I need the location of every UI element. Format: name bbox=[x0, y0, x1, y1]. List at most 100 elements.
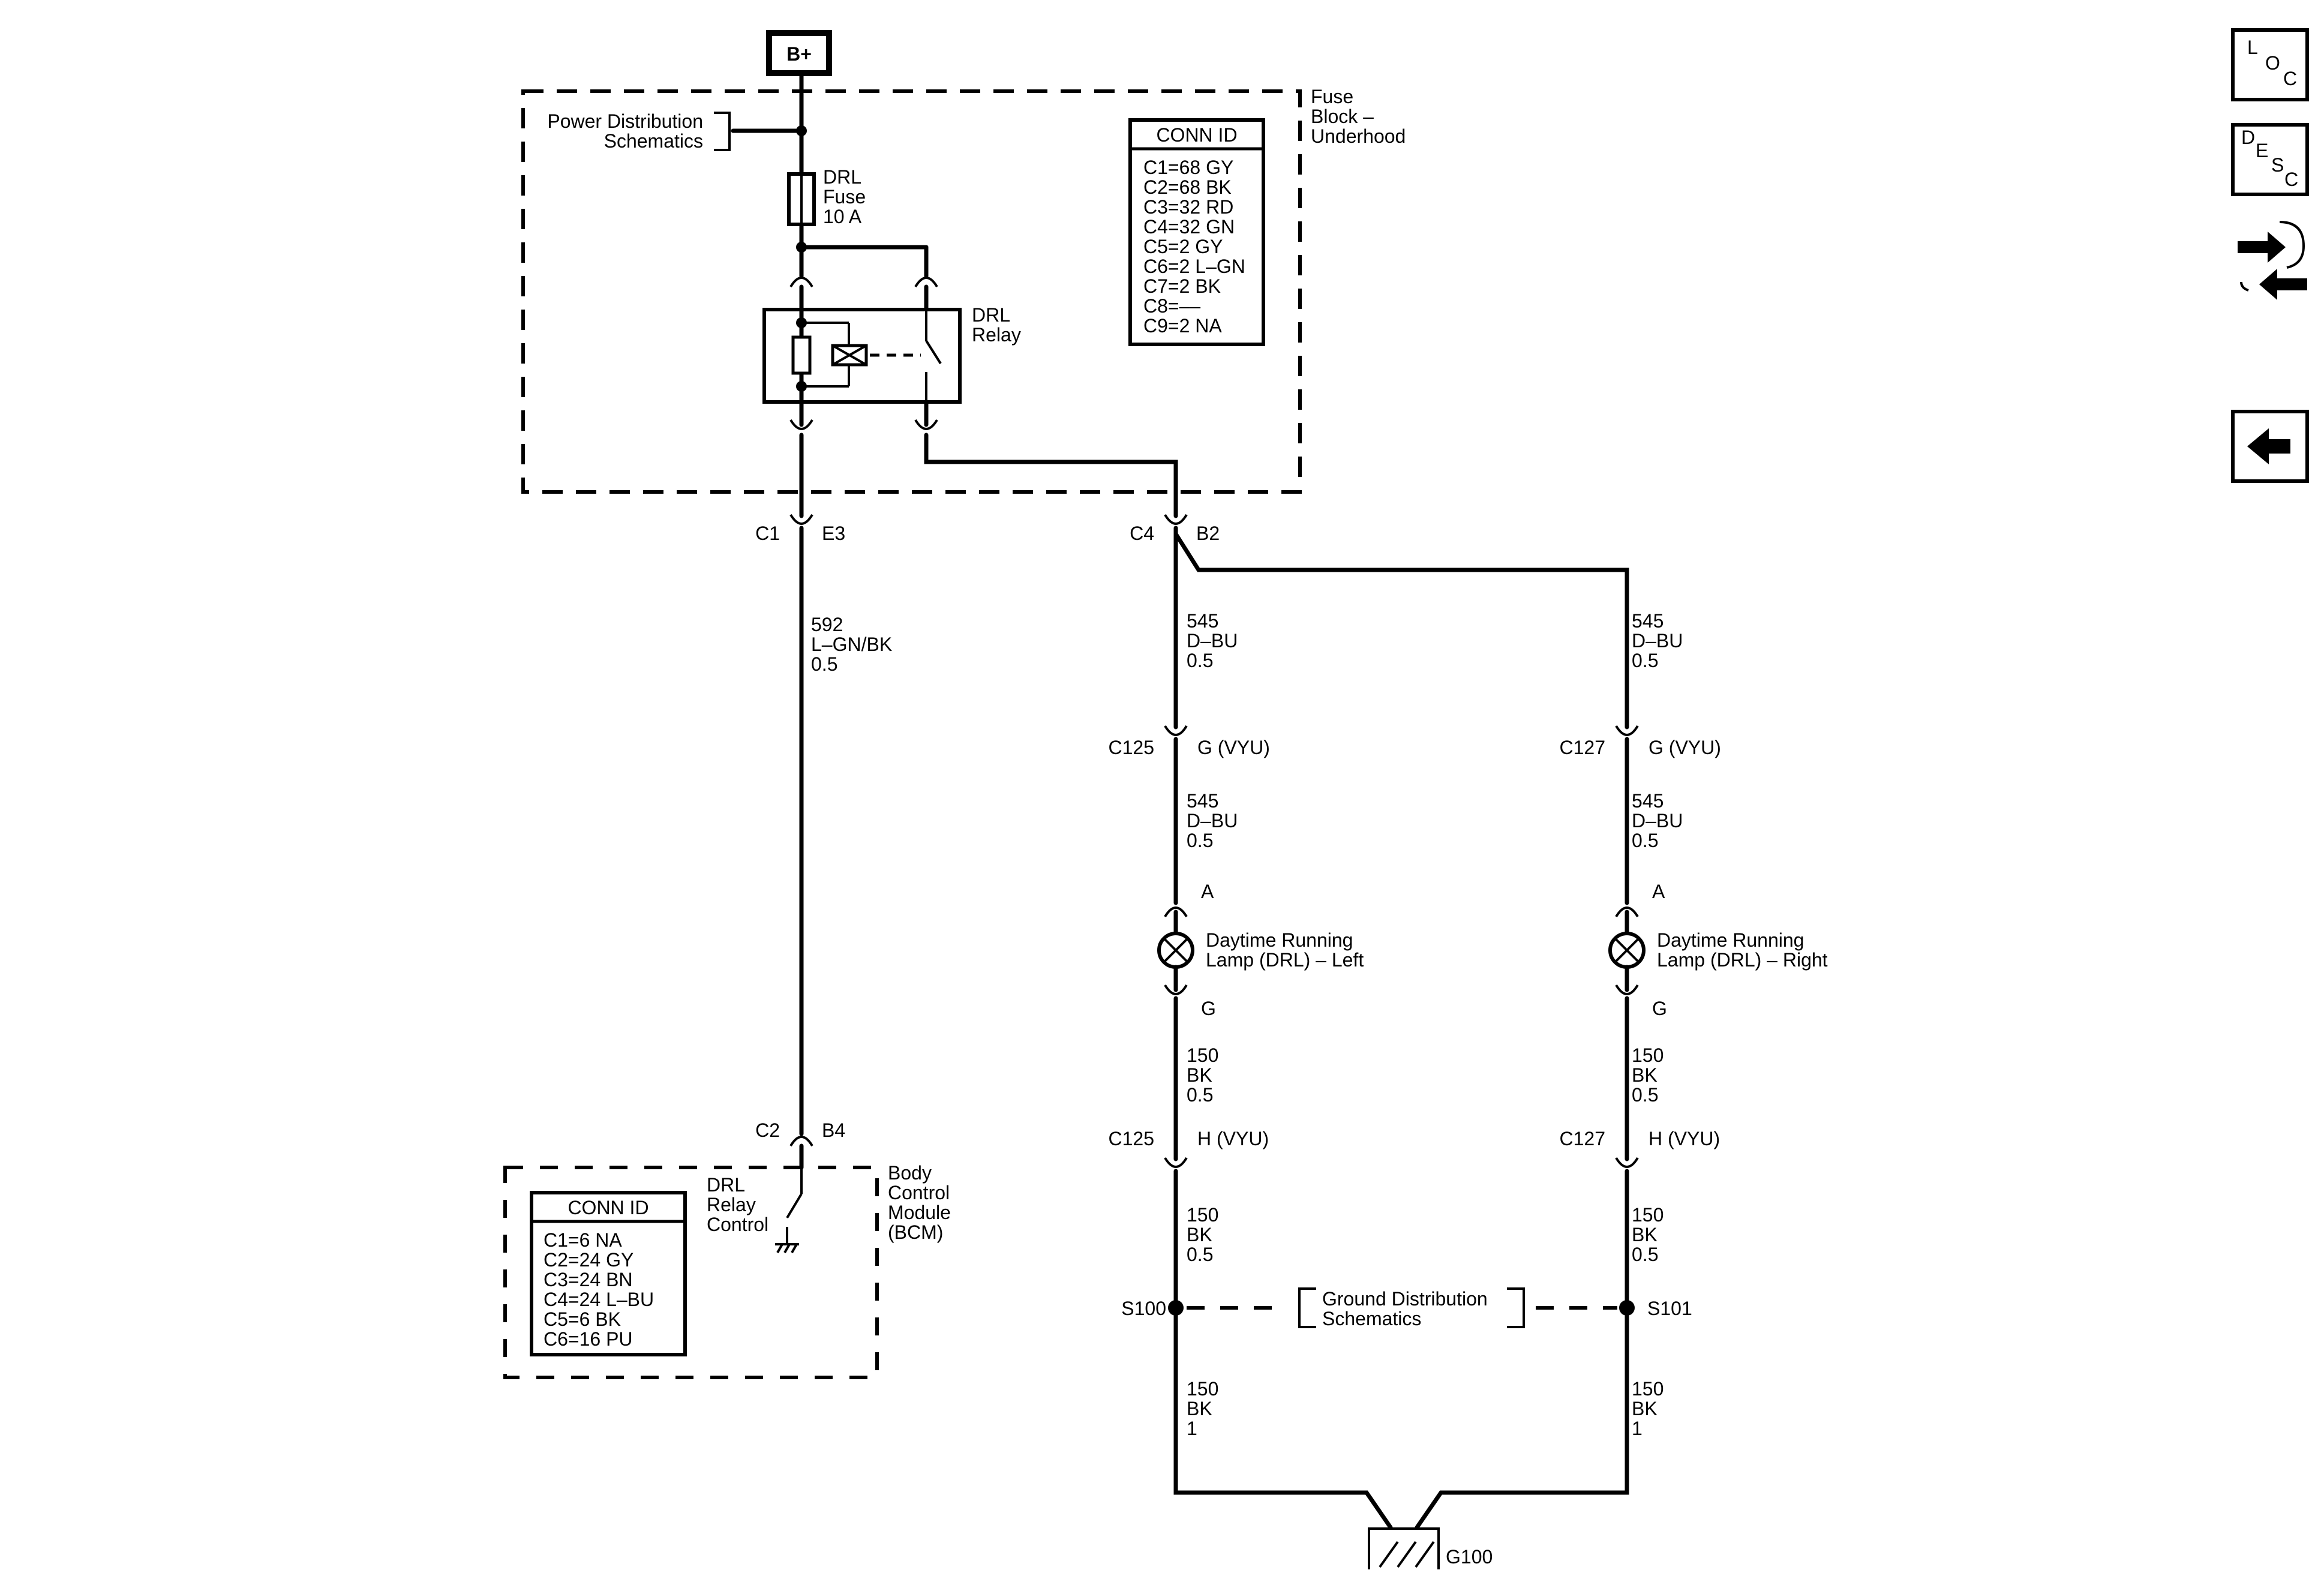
svg-text:0.5: 0.5 bbox=[1187, 650, 1213, 671]
fuse-block-title: Fuse Block – Underhood bbox=[1311, 86, 1406, 147]
connector-c127-top: C127 G (VYU) bbox=[1560, 706, 1721, 758]
svg-text:150: 150 bbox=[1187, 1378, 1218, 1400]
svg-text:C: C bbox=[2283, 68, 2297, 89]
svg-text:545: 545 bbox=[1187, 790, 1218, 812]
svg-text:C6=16 PU: C6=16 PU bbox=[544, 1328, 633, 1350]
svg-text:150: 150 bbox=[1632, 1204, 1664, 1226]
svg-text:C125: C125 bbox=[1109, 737, 1155, 758]
svg-text:D–BU: D–BU bbox=[1187, 630, 1238, 652]
svg-text:C127: C127 bbox=[1560, 737, 1606, 758]
fuse-block-conn-id-table: CONN ID C1=68 GY C2=68 BK C3=32 RD C4=32… bbox=[1128, 118, 1265, 346]
connector-c125-top: C125 G (VYU) bbox=[1109, 706, 1270, 758]
svg-text:Fuse: Fuse bbox=[1311, 86, 1353, 107]
svg-text:Relay: Relay bbox=[707, 1194, 756, 1215]
svg-text:C125: C125 bbox=[1109, 1128, 1155, 1149]
svg-text:Lamp (DRL) – Left: Lamp (DRL) – Left bbox=[1206, 949, 1364, 971]
bcm-outline bbox=[503, 1166, 879, 1379]
svg-text:150: 150 bbox=[1187, 1204, 1218, 1226]
svg-text:A: A bbox=[1652, 881, 1665, 902]
svg-text:C4: C4 bbox=[1130, 523, 1154, 544]
svg-text:E3: E3 bbox=[822, 523, 845, 544]
svg-text:545: 545 bbox=[1632, 610, 1664, 632]
svg-text:0.5: 0.5 bbox=[1187, 830, 1213, 851]
svg-text:C5=2 GY: C5=2 GY bbox=[1143, 236, 1223, 257]
wire-545-left-2-label: 545 D–BU 0.5 bbox=[1187, 790, 1238, 851]
svg-text:1: 1 bbox=[1632, 1418, 1643, 1439]
svg-text:150: 150 bbox=[1187, 1044, 1218, 1066]
svg-text:BK: BK bbox=[1632, 1224, 1658, 1245]
svg-text:545: 545 bbox=[1632, 790, 1664, 812]
svg-text:BK: BK bbox=[1632, 1398, 1658, 1419]
svg-text:Schematics: Schematics bbox=[604, 130, 703, 152]
svg-text:10 A: 10 A bbox=[823, 206, 862, 227]
svg-text:S101: S101 bbox=[1647, 1298, 1692, 1319]
drl-lamp-right: A G Daytime Running Lamp (DRL) – Right bbox=[1608, 881, 1828, 1019]
connector-c4-b2: C4 B2 bbox=[1130, 496, 1220, 544]
splice-s101: S101 bbox=[1619, 1298, 1692, 1319]
wire-150-left-3 bbox=[1173, 1305, 1393, 1530]
battery-label: B+ bbox=[786, 43, 812, 65]
conn-id-header: CONN ID bbox=[1156, 124, 1237, 146]
svg-text:C2: C2 bbox=[755, 1119, 780, 1141]
svg-text:C7=2 BK: C7=2 BK bbox=[1143, 275, 1221, 297]
wire-545-left-1-label: 545 D–BU 0.5 bbox=[1187, 610, 1238, 671]
connector-c1-e3: C1 E3 bbox=[755, 496, 845, 544]
svg-text:C1=68 GY: C1=68 GY bbox=[1143, 157, 1233, 178]
svg-text:BK: BK bbox=[1187, 1224, 1212, 1245]
bcm-title: Body Control Module (BCM) bbox=[888, 1162, 951, 1243]
svg-text:C6=2 L–GN: C6=2 L–GN bbox=[1143, 256, 1245, 277]
svg-text:Daytime Running: Daytime Running bbox=[1206, 929, 1353, 951]
svg-text:C3=24 BN: C3=24 BN bbox=[544, 1269, 633, 1290]
svg-text:C: C bbox=[2284, 169, 2298, 190]
svg-text:C2=68 BK: C2=68 BK bbox=[1143, 176, 1232, 198]
svg-text:C8=––: C8=–– bbox=[1143, 295, 1200, 317]
drl-relay: DRL Relay bbox=[762, 304, 1021, 404]
svg-text:592: 592 bbox=[811, 614, 843, 635]
svg-text:0.5: 0.5 bbox=[1187, 1084, 1213, 1106]
bcm-conn-id-table: CONN ID C1=6 NA C2=24 GY C3=24 BN C4=24 … bbox=[530, 1191, 687, 1356]
svg-text:G (VYU): G (VYU) bbox=[1197, 737, 1270, 758]
ground-distribution-reference: Ground Distribution Schematics bbox=[1298, 1287, 1525, 1329]
svg-text:Control: Control bbox=[707, 1214, 768, 1235]
drl-fuse: DRL Fuse 10 A bbox=[787, 166, 866, 227]
ground-g100: G100 bbox=[1368, 1527, 1493, 1569]
svg-text:S: S bbox=[2271, 154, 2284, 176]
svg-text:C127: C127 bbox=[1560, 1128, 1606, 1149]
svg-text:G (VYU): G (VYU) bbox=[1649, 737, 1721, 758]
svg-text:150: 150 bbox=[1632, 1378, 1664, 1400]
svg-text:S100: S100 bbox=[1121, 1298, 1166, 1319]
svg-text:Power Distribution: Power Distribution bbox=[547, 110, 703, 132]
svg-text:0.5: 0.5 bbox=[1632, 1244, 1658, 1265]
ground-label: G100 bbox=[1446, 1546, 1493, 1568]
svg-text:(BCM): (BCM) bbox=[888, 1221, 943, 1243]
power-distribution-reference: Power Distribution Schematics bbox=[547, 110, 807, 152]
svg-text:H (VYU): H (VYU) bbox=[1649, 1128, 1720, 1149]
fuse-block-outline bbox=[521, 89, 1302, 494]
wire-150-right-1-label: 150 BK 0.5 bbox=[1632, 1044, 1664, 1106]
svg-text:A: A bbox=[1201, 881, 1214, 902]
svg-text:DRL: DRL bbox=[823, 166, 861, 188]
svg-text:BK: BK bbox=[1187, 1398, 1212, 1419]
battery-terminal: B+ bbox=[766, 30, 832, 76]
svg-text:0.5: 0.5 bbox=[811, 653, 837, 675]
connector-c127-bottom: C127 H (VYU) bbox=[1560, 1128, 1720, 1168]
connector-swap-icon[interactable] bbox=[2238, 221, 2307, 300]
svg-text:Lamp (DRL) – Right: Lamp (DRL) – Right bbox=[1657, 949, 1828, 971]
svg-text:D–BU: D–BU bbox=[1632, 630, 1683, 652]
svg-text:B2: B2 bbox=[1196, 523, 1220, 544]
svg-text:BK: BK bbox=[1187, 1064, 1212, 1086]
back-arrow-icon[interactable] bbox=[2231, 410, 2309, 483]
svg-text:G: G bbox=[1201, 998, 1216, 1019]
svg-text:L: L bbox=[2247, 37, 2258, 58]
svg-text:Body: Body bbox=[888, 1162, 932, 1184]
description-button[interactable]: D E S C bbox=[2231, 123, 2309, 196]
svg-text:Block –: Block – bbox=[1311, 106, 1374, 127]
location-button[interactable]: L O C bbox=[2231, 28, 2309, 101]
svg-text:Control: Control bbox=[888, 1182, 950, 1203]
svg-text:Module: Module bbox=[888, 1202, 951, 1223]
wire-545-right-2-label: 545 D–BU 0.5 bbox=[1632, 790, 1683, 851]
svg-text:0.5: 0.5 bbox=[1187, 1244, 1213, 1265]
svg-text:L–GN/BK: L–GN/BK bbox=[811, 634, 892, 655]
svg-text:150: 150 bbox=[1632, 1044, 1664, 1066]
